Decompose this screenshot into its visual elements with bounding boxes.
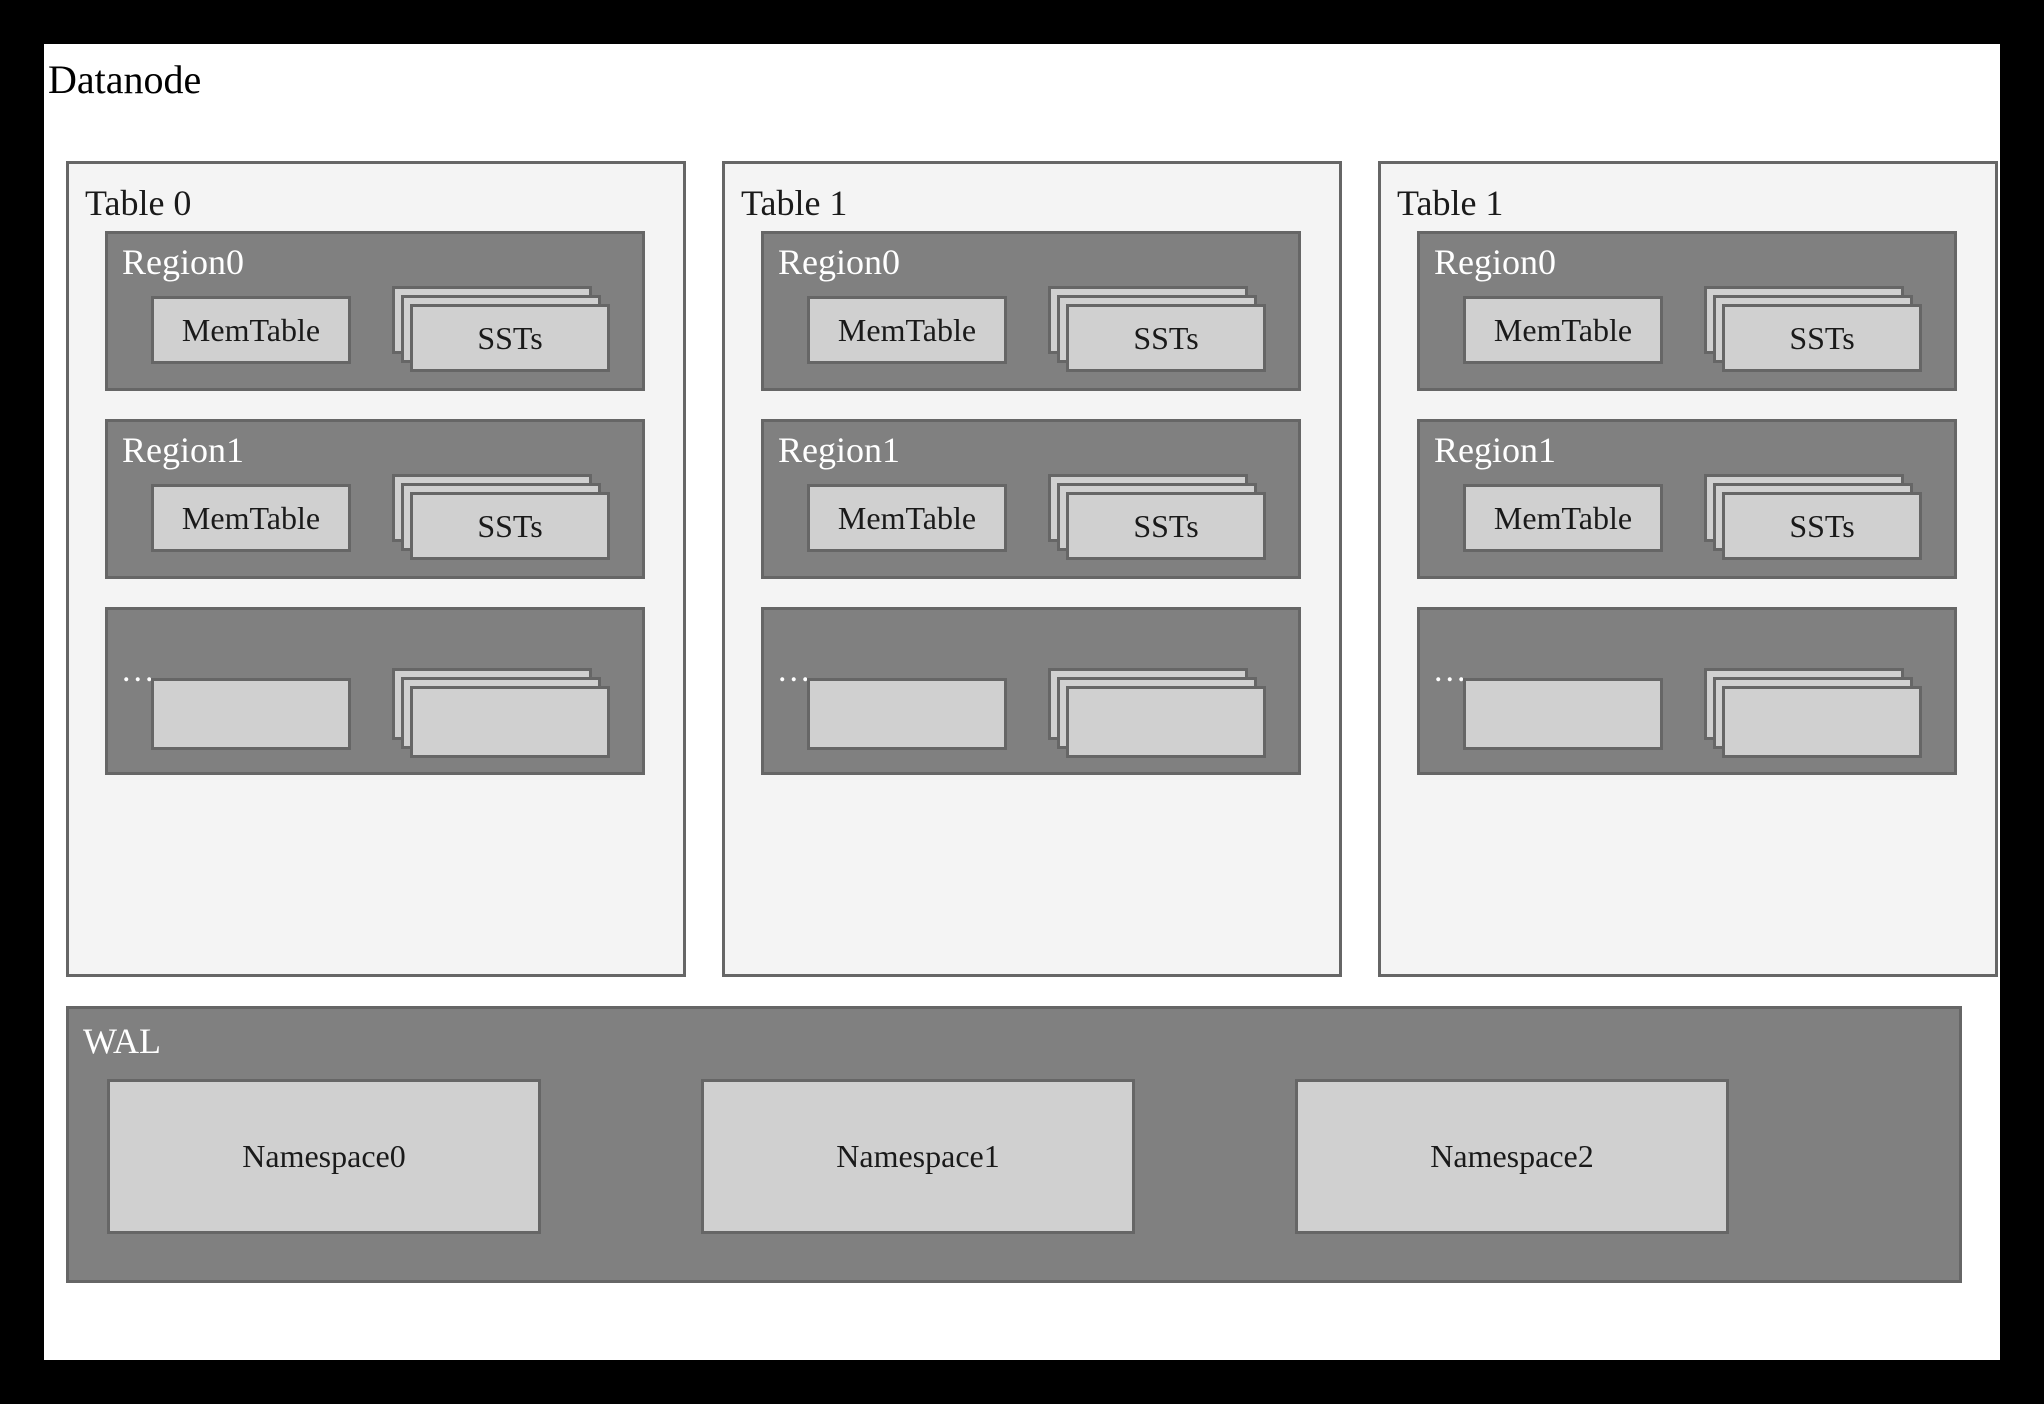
memtable-box[interactable]: MemTable bbox=[1463, 484, 1663, 552]
region-box-0[interactable]: Region0 MemTable SSTs bbox=[761, 231, 1301, 391]
ssts-stack-empty[interactable] bbox=[392, 668, 612, 764]
region-box-ellipsis[interactable]: ... bbox=[105, 607, 645, 775]
sst-layer-front[interactable]: SSTs bbox=[1722, 304, 1922, 372]
ssts-stack[interactable]: SSTs bbox=[1704, 286, 1924, 378]
region-box-1[interactable]: Region1 MemTable SSTs bbox=[105, 419, 645, 579]
datanode-canvas: Datanode Table 0 Region0 MemTable SSTs R… bbox=[44, 44, 2000, 1360]
memtable-box[interactable]: MemTable bbox=[1463, 296, 1663, 364]
region-box-ellipsis[interactable]: ... bbox=[761, 607, 1301, 775]
namespace-box-2[interactable]: Namespace2 bbox=[1295, 1079, 1729, 1234]
sst-layer-front[interactable] bbox=[410, 686, 610, 758]
sst-layer-front[interactable]: SSTs bbox=[1066, 304, 1266, 372]
sst-layer-front[interactable]: SSTs bbox=[1066, 492, 1266, 560]
table-label: Table 0 bbox=[85, 183, 192, 223]
memtable-box-empty[interactable] bbox=[1463, 678, 1663, 750]
sst-layer-front[interactable]: SSTs bbox=[410, 304, 610, 372]
ellipsis-label: ... bbox=[122, 652, 157, 689]
region-label: Region0 bbox=[122, 242, 244, 282]
region-label: Region0 bbox=[1434, 242, 1556, 282]
ssts-stack[interactable]: SSTs bbox=[1704, 474, 1924, 566]
sst-layer-front[interactable]: SSTs bbox=[1722, 492, 1922, 560]
region-label: Region1 bbox=[1434, 430, 1556, 470]
page-title: Datanode bbox=[48, 57, 202, 102]
region-box-0[interactable]: Region0 MemTable SSTs bbox=[1417, 231, 1957, 391]
memtable-box[interactable]: MemTable bbox=[807, 484, 1007, 552]
table-panel-0[interactable]: Table 0 Region0 MemTable SSTs Region1 Me… bbox=[66, 161, 686, 977]
ellipsis-label: ... bbox=[1434, 652, 1469, 689]
ssts-stack-empty[interactable] bbox=[1704, 668, 1924, 764]
region-label: Region1 bbox=[778, 430, 900, 470]
region-box-1[interactable]: Region1 MemTable SSTs bbox=[761, 419, 1301, 579]
namespace-box-0[interactable]: Namespace0 bbox=[107, 1079, 541, 1234]
region-label: Region0 bbox=[778, 242, 900, 282]
sst-layer-front[interactable] bbox=[1722, 686, 1922, 758]
ssts-stack[interactable]: SSTs bbox=[392, 474, 612, 566]
namespace-box-1[interactable]: Namespace1 bbox=[701, 1079, 1135, 1234]
ssts-stack[interactable]: SSTs bbox=[1048, 286, 1268, 378]
memtable-box-empty[interactable] bbox=[151, 678, 351, 750]
region-box-1[interactable]: Region1 MemTable SSTs bbox=[1417, 419, 1957, 579]
ssts-stack-empty[interactable] bbox=[1048, 668, 1268, 764]
table-panel-1[interactable]: Table 1 Region0 MemTable SSTs Region1 Me… bbox=[722, 161, 1342, 977]
region-box-ellipsis[interactable]: ... bbox=[1417, 607, 1957, 775]
sst-layer-front[interactable]: SSTs bbox=[410, 492, 610, 560]
wal-label: WAL bbox=[83, 1021, 161, 1061]
table-label: Table 1 bbox=[741, 183, 848, 223]
ellipsis-label: ... bbox=[778, 652, 813, 689]
table-panel-2[interactable]: Table 1 Region0 MemTable SSTs Region1 Me… bbox=[1378, 161, 1998, 977]
ssts-stack[interactable]: SSTs bbox=[1048, 474, 1268, 566]
table-label: Table 1 bbox=[1397, 183, 1504, 223]
wal-panel[interactable]: WAL Namespace0 Namespace1 Namespace2 bbox=[66, 1006, 1962, 1283]
ssts-stack[interactable]: SSTs bbox=[392, 286, 612, 378]
region-box-0[interactable]: Region0 MemTable SSTs bbox=[105, 231, 645, 391]
region-label: Region1 bbox=[122, 430, 244, 470]
memtable-box[interactable]: MemTable bbox=[807, 296, 1007, 364]
sst-layer-front[interactable] bbox=[1066, 686, 1266, 758]
memtable-box[interactable]: MemTable bbox=[151, 296, 351, 364]
memtable-box-empty[interactable] bbox=[807, 678, 1007, 750]
memtable-box[interactable]: MemTable bbox=[151, 484, 351, 552]
